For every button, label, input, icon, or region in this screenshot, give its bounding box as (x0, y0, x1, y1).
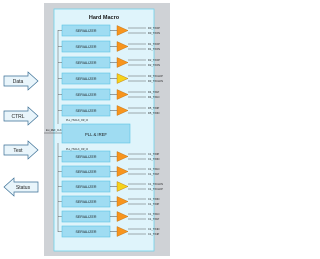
output-pin-p-label: D4_TX1P (148, 90, 160, 94)
output-pin-n-label: C1_TX0N (148, 157, 160, 161)
output-pin-n-label: D5_TX0N (148, 111, 160, 115)
serializer-label: SERIALIZER (76, 93, 97, 97)
arrow-label: Test (13, 148, 23, 154)
output-pin-p-label: C1_TX1N (148, 212, 160, 216)
output-pin-p-label: C1_TX0N (148, 197, 160, 201)
output-pin-n-label: D0_TXON (148, 31, 160, 35)
output-pin-p-label: C1_TXCLKN (148, 182, 163, 186)
serializer-label: SERIALIZER (76, 109, 97, 113)
arrow-label: Status (16, 185, 31, 191)
output-pin-n-label: C1_TXCLKP (148, 187, 163, 191)
output-pin-n-label: C1_TX1P (148, 172, 160, 176)
output-pin-p-label: D2_TXOP (148, 58, 160, 62)
serializer-label: SERIALIZER (76, 200, 97, 204)
output-driver-icon (116, 166, 129, 177)
pll-clk-out-label: PLL_HSCLK_OR_CI (66, 119, 89, 122)
output-pin-p-label: D3_TXCLKP (148, 74, 163, 78)
serializer-label: SERIALIZER (76, 45, 97, 49)
arrow-shape-icon (3, 177, 39, 197)
output-pin-p-label: C1_TX4N (148, 227, 160, 231)
output-pin-p-label: D0_TXOP (148, 26, 160, 30)
pll-block: PLL & IREF PLL_HSCLK_OR_CI Ext_REF_CLK P… (44, 119, 131, 151)
output-pin-n-label: D2_TXON (148, 63, 160, 67)
clock-trunk (57, 30, 62, 232)
serializer-label: SERIALIZER (76, 61, 97, 65)
output-pin-n-label: C1_TX4P (148, 232, 160, 236)
serializer-label: SERIALIZER (76, 155, 97, 159)
serializer-label: SERIALIZER (76, 215, 97, 219)
arrow-shape-icon (3, 71, 39, 91)
output-pin-p-label: D1_TXOP (148, 42, 160, 46)
arrow-shape-icon (3, 140, 39, 160)
output-driver-icon (116, 196, 129, 207)
arrow-shape-icon (3, 106, 39, 126)
pll-clk-in-label: Ext_REF_CLK (46, 129, 62, 132)
hard-macro-title: Hard Macro (89, 15, 120, 21)
pll-iref-label: PLL & IREF (85, 132, 107, 137)
serializer-label: SERIALIZER (76, 77, 97, 81)
output-driver-icon (116, 41, 129, 52)
serializer-label: SERIALIZER (76, 185, 97, 189)
output-driver-icon (116, 151, 129, 162)
pll-bottom-label: PLL_HSCLK_OR_CI (66, 148, 89, 151)
arrow-label: CTRL (11, 114, 24, 120)
io-arrow-ctrl: CTRL (3, 106, 39, 126)
output-pin-n-label: C1_TX0P (148, 202, 160, 206)
arrow-label: Data (13, 79, 24, 85)
output-driver-icon (116, 226, 129, 237)
output-driver-icon (116, 211, 129, 222)
output-driver-icon (116, 89, 129, 100)
output-driver-icon (116, 181, 129, 192)
io-arrow-test: Test (3, 140, 39, 160)
output-pin-n-label: D1_TXON (148, 47, 160, 51)
output-pin-p-label: C1_TX1N (148, 167, 160, 171)
pll-iref-box (61, 123, 131, 144)
hard-macro-diagram: Hard Macro SERIALIZERD0_TXOPD0_TXONSERIA… (3, 3, 170, 256)
io-arrow-status: Status (3, 177, 39, 197)
serializer-group-bottom: SERIALIZERC1_TX0PC1_TX0NSERIALIZERC1_TX1… (61, 150, 163, 238)
io-arrow-data: Data (3, 71, 39, 91)
serializer-label: SERIALIZER (76, 170, 97, 174)
output-pin-p-label: C1_TX0P (148, 152, 160, 156)
output-pin-n-label: D3_TXCLKN (148, 79, 163, 83)
output-pin-n-label: C1_TX1P (148, 217, 160, 221)
serializer-label: SERIALIZER (76, 230, 97, 234)
output-driver-icon (116, 57, 129, 68)
output-pin-p-label: D5_TX0P (148, 106, 160, 110)
output-pin-n-label: D4_TX1N (148, 95, 160, 99)
serializer-label: SERIALIZER (76, 29, 97, 33)
output-driver-icon (116, 73, 129, 84)
output-driver-icon (116, 105, 129, 116)
output-driver-icon (116, 25, 129, 36)
